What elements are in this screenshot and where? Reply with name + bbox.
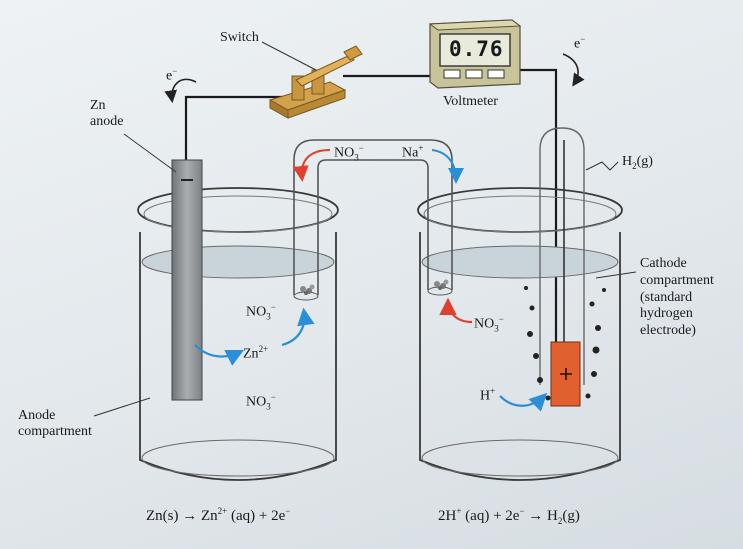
electron-arrow-left [164, 78, 197, 104]
no3-right-label: NO3− [474, 314, 504, 334]
external-wire [184, 95, 286, 160]
cathode-beaker [417, 187, 623, 481]
cathode-leader [595, 271, 637, 279]
external-wire-right [343, 68, 558, 345]
zn-anode-leader [123, 133, 177, 173]
no3-left-upper-label: NO3− [246, 302, 276, 322]
switch-label: Switch [220, 30, 259, 45]
anode-comp-leader [93, 397, 151, 417]
no3-bridge-label: NO3− [334, 143, 364, 163]
na-bridge-label: Na+ [402, 143, 424, 161]
h2-gas-label: H2(g) [622, 154, 653, 171]
electron-label-left: e− [166, 66, 178, 84]
cathode-half-reaction: 2H+ (aq) + 2e− → H2(g) [438, 506, 580, 526]
h-ion-label: H+ [480, 386, 496, 404]
voltmeter [428, 19, 522, 89]
no3-right-arrow [439, 297, 473, 324]
zinc-anode [171, 159, 203, 401]
switch-pointer [261, 41, 317, 71]
na-bridge-arrow [431, 149, 464, 184]
zn2-ion-label: Zn2+ [243, 344, 269, 362]
electron-label-right: e− [574, 34, 586, 52]
salt-bridge [293, 139, 453, 301]
no3-bridge-arrow [292, 149, 331, 182]
no3-left-arrow [281, 307, 315, 347]
switch [268, 45, 363, 119]
anode-beaker [137, 187, 339, 481]
hydrogen-bubbles [524, 286, 606, 401]
voltmeter-reading: 0.76 [449, 37, 504, 61]
hydrogen-electrode [539, 127, 619, 407]
zn2-arrow [194, 344, 244, 366]
voltmeter-label: Voltmeter [443, 94, 498, 109]
anode-half-reaction: Zn(s) → Zn2+ (aq) + 2e− [146, 506, 291, 524]
h-ion-arrow [499, 392, 548, 412]
no3-left-lower-label: NO3− [246, 392, 276, 412]
electron-arrow-right [562, 53, 585, 87]
